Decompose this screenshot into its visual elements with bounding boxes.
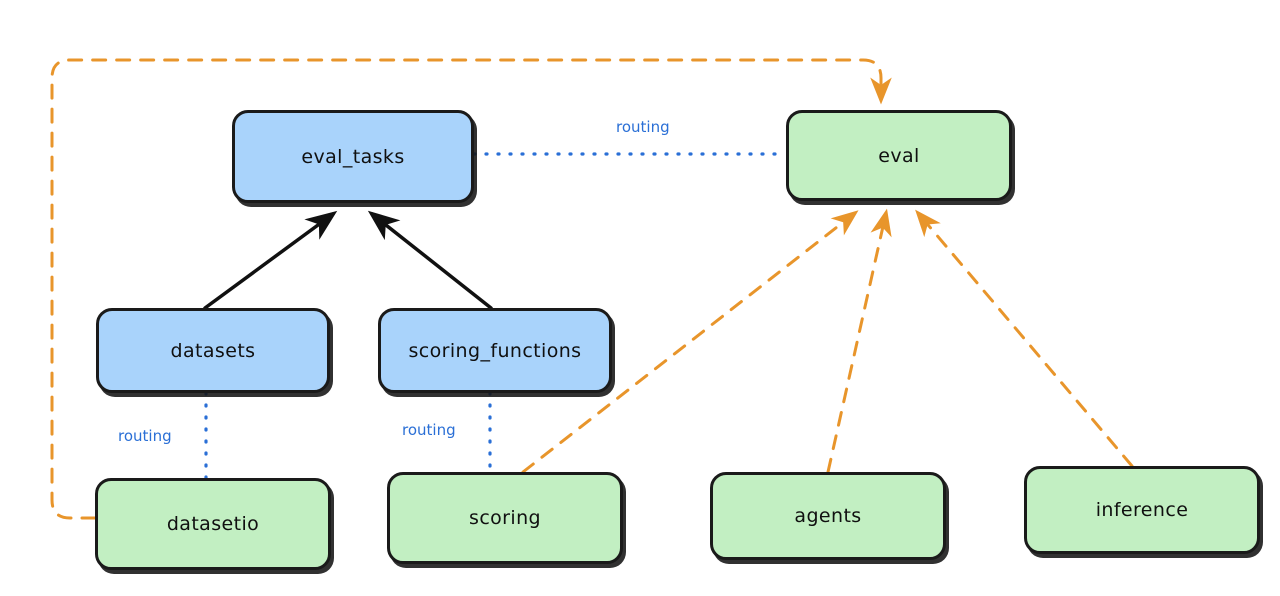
edge-agents-to-eval	[826, 208, 892, 474]
node-label-datasets: datasets	[170, 339, 256, 362]
node-eval[interactable]: eval	[786, 110, 1012, 201]
edge-label-routing-eval-tasks-eval: routing	[613, 118, 673, 136]
edge-datasetio-to-eval	[50, 58, 892, 520]
edge-scoring-functions-to-eval-tasks	[367, 210, 493, 310]
node-datasetio[interactable]: datasetio	[95, 478, 331, 570]
edge-datasets-to-eval-tasks	[203, 210, 338, 310]
node-label-datasetio: datasetio	[166, 513, 260, 535]
node-scoring[interactable]: scoring	[387, 472, 623, 564]
node-label-scoring-functions: scoring_functions	[408, 339, 582, 362]
node-label-inference: inference	[1095, 499, 1189, 521]
node-datasets[interactable]: datasets	[96, 308, 330, 393]
node-label-scoring: scoring	[469, 507, 541, 529]
node-agents[interactable]: agents	[710, 472, 946, 560]
edge-inference-to-eval	[915, 209, 1134, 468]
node-label-agents: agents	[794, 505, 862, 527]
node-label-eval-tasks: eval_tasks	[301, 145, 405, 168]
node-scoring-functions[interactable]: scoring_functions	[378, 308, 612, 393]
node-label-eval: eval	[878, 144, 920, 167]
node-inference[interactable]: inference	[1024, 466, 1260, 554]
edge-label-routing-scoring-functions-scoring: routing	[399, 421, 459, 439]
node-eval-tasks[interactable]: eval_tasks	[232, 110, 474, 203]
edge-label-routing-datasets-datasetio: routing	[115, 427, 175, 445]
